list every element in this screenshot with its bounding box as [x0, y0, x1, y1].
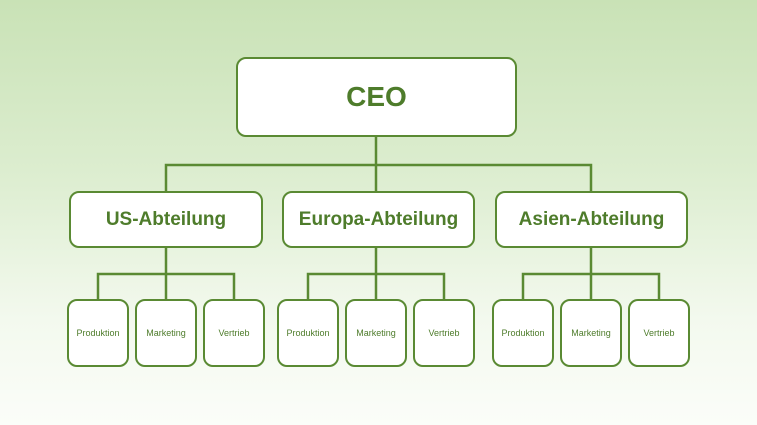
unit-label: Produktion [76, 328, 120, 338]
ceo-label: CEO [346, 81, 407, 112]
unit-label: Marketing [146, 328, 186, 338]
dept-node-us: US-Abteilung [69, 191, 263, 248]
dept-node-europa: Europa-Abteilung [282, 191, 475, 248]
unit-label: Produktion [501, 328, 545, 338]
unit-node-us-marketing: Marketing [135, 299, 197, 367]
unit-node-asien-produktion: Produktion [492, 299, 554, 367]
dept-label-europa: Europa-Abteilung [298, 208, 459, 230]
unit-node-europa-vertrieb: Vertrieb [413, 299, 475, 367]
unit-node-europa-produktion: Produktion [277, 299, 339, 367]
unit-node-asien-vertrieb: Vertrieb [628, 299, 690, 367]
ceo-node: CEO [236, 57, 517, 137]
unit-label: Vertrieb [643, 328, 675, 338]
unit-node-asien-marketing: Marketing [560, 299, 622, 367]
unit-node-us-vertrieb: Vertrieb [203, 299, 265, 367]
unit-label: Marketing [571, 328, 611, 338]
unit-label: Vertrieb [218, 328, 250, 338]
unit-label: Produktion [286, 328, 330, 338]
dept-node-asien: Asien-Abteilung [495, 191, 688, 248]
unit-label: Marketing [356, 328, 396, 338]
unit-node-europa-marketing: Marketing [345, 299, 407, 367]
dept-label-asien: Asien-Abteilung [518, 208, 665, 230]
unit-label: Vertrieb [428, 328, 460, 338]
unit-node-us-produktion: Produktion [67, 299, 129, 367]
dept-label-us: US-Abteilung [105, 208, 227, 230]
